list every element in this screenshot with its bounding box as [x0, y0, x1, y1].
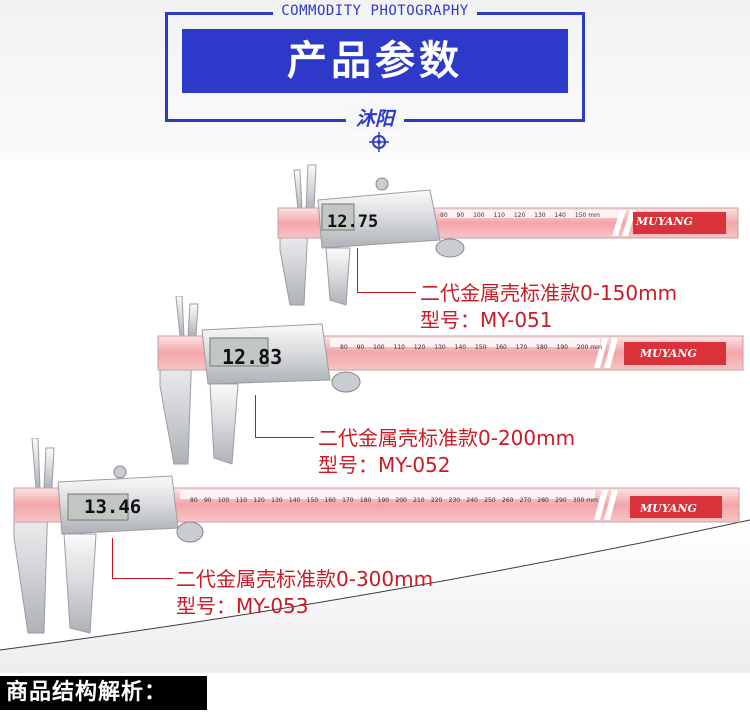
caliper-1-scale: 80 90 100 110 120 130 140 150 mm: [440, 212, 600, 219]
caliper-2-logo: MUYANG: [640, 347, 697, 360]
spec-line-1: 二代金属壳标准款0-150mm: [420, 281, 678, 305]
scale-label: 80: [340, 344, 348, 351]
callout-line-2: [255, 395, 314, 438]
scale-label: 180: [359, 497, 372, 504]
caliper-2-display: 12.83: [222, 345, 283, 369]
caliper-3-logo: MUYANG: [640, 502, 697, 515]
scale-label: 240: [466, 497, 478, 504]
caliper-3-display: 13.46: [84, 496, 142, 518]
scale-label: 140: [288, 497, 301, 504]
scale-label: 120: [253, 497, 265, 504]
scale-label: 170: [515, 344, 528, 351]
crosshair-icon: [369, 132, 389, 152]
scale-label: 210: [413, 497, 425, 504]
callout-line-1: [357, 248, 416, 293]
scale-label: 90: [203, 497, 212, 504]
model-line-2: 型号：MY-052: [318, 453, 451, 477]
scale-label: 140: [454, 344, 467, 351]
section-title: 商品结构解析：: [6, 680, 168, 705]
model-line-3: 型号：MY-053: [176, 594, 309, 618]
scale-label: 120: [413, 344, 426, 351]
scale-label: 230: [448, 497, 461, 504]
scale-label: 100: [217, 497, 230, 504]
scale-label: 110: [493, 212, 505, 219]
spec-block-3: 二代金属壳标准款0-300mm 型号：MY-053: [176, 566, 433, 620]
spec-block-2: 二代金属壳标准款0-200mm 型号：MY-052: [318, 425, 575, 479]
scale-label: 100: [473, 212, 485, 219]
scale-label: 130: [534, 212, 546, 219]
scale-label: 250: [484, 497, 496, 504]
scale-label: 90: [456, 212, 465, 219]
caliper-200mm: [157, 296, 744, 465]
scale-label: 300 mm: [572, 497, 598, 504]
model-line-1: 型号：MY-051: [420, 308, 553, 332]
scale-label: 110: [393, 344, 405, 351]
page-title: 产品参数: [182, 29, 568, 93]
scale-label: 190: [377, 497, 390, 504]
caliper-1-display: 12.75: [327, 212, 379, 232]
scale-label: 110: [235, 497, 248, 504]
spec-line-2: 二代金属壳标准款0-200mm: [318, 426, 576, 450]
scale-label: 120: [513, 212, 526, 219]
scale-label: 200: [395, 497, 407, 504]
scale-label: 150: [475, 344, 487, 351]
caliper-1-logo: MUYANG: [636, 215, 693, 228]
scale-label: 140: [554, 212, 566, 219]
scale-label: 290: [555, 497, 567, 504]
scale-label: 90: [356, 344, 365, 351]
scale-label: 170: [342, 497, 354, 504]
scale-label: 80: [440, 212, 448, 219]
scale-label: 180: [536, 344, 548, 351]
scale-label: 160: [495, 344, 507, 351]
scale-label: 260: [501, 497, 514, 504]
scale-label: 190: [556, 344, 568, 351]
scale-label: 160: [324, 497, 336, 504]
scale-label: 80: [190, 497, 198, 504]
callout-line-3: [112, 538, 173, 579]
caliper-150mm: [277, 164, 739, 306]
scale-label: 130: [434, 344, 446, 351]
brand-name: 沐阳: [0, 104, 750, 131]
scale-label: 100: [373, 344, 385, 351]
scale-label: 150 mm: [574, 212, 600, 219]
caliper-2-scale: 80 90 100 110 120 130 140 150 160 170 180 190 200 mm: [340, 344, 602, 351]
scale-label: 130: [271, 497, 283, 504]
scale-label: 220: [430, 497, 443, 504]
header-subtitle: COMMODITY PHOTOGRAPHY: [0, 3, 750, 19]
spec-line-3: 二代金属壳标准款0-300mm: [176, 567, 434, 591]
scale-label: 280: [537, 497, 549, 504]
caliper-3-scale: 80 90 100 110 120 130 140 150 160 170 180 190 200 210…: [190, 497, 598, 504]
caliper-300mm: [13, 438, 740, 634]
footer-bar: [0, 676, 207, 710]
spec-block-1: 二代金属壳标准款0-150mm 型号：MY-051: [420, 280, 677, 334]
scale-label: 150: [306, 497, 319, 504]
scale-label: 200 mm: [576, 344, 602, 351]
scale-label: 270: [519, 497, 532, 504]
